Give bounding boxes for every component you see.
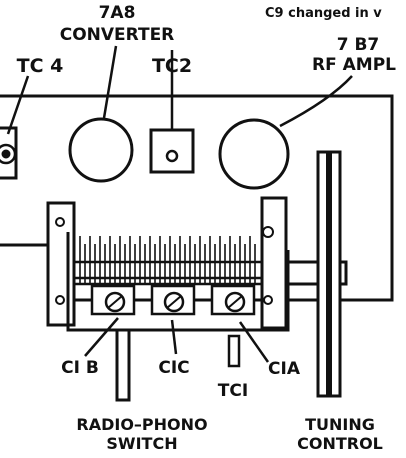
leader-lines <box>6 45 353 363</box>
label-rf-model: 7 B7 <box>337 35 380 55</box>
capacitor-frame <box>46 196 348 332</box>
label-radio-phono: RADIO–PHONO <box>76 415 207 434</box>
label-c1b: CI B <box>61 358 99 378</box>
tc4-bracket <box>0 126 18 180</box>
tc2-trimmer <box>149 128 195 174</box>
label-tc4: TC 4 <box>17 55 64 77</box>
label-c1a: CIA <box>268 359 301 379</box>
tuning-control-shaft <box>316 150 342 398</box>
plate-rails <box>74 260 262 286</box>
label-tc1: TCI <box>218 381 248 401</box>
radio-phono-switch-shaft <box>115 328 131 402</box>
trimmer-c1c <box>150 284 196 316</box>
label-tuning: TUNING <box>305 415 375 434</box>
converter-tube <box>68 117 134 183</box>
label-converter-name: CONVERTER <box>60 25 175 45</box>
label-c1c: CIC <box>158 358 189 378</box>
rf-amp-tube <box>218 118 290 190</box>
note-text: C9 changed in v <box>265 6 382 21</box>
trimmer-c1b <box>90 284 136 316</box>
tc1-trimmer <box>227 334 241 368</box>
label-converter-model: 7A8 <box>99 3 136 23</box>
label-tc2: TC2 <box>152 55 192 77</box>
label-rf-name: RF AMPL <box>312 55 396 75</box>
label-switch: SWITCH <box>106 434 177 453</box>
label-control: CONTROL <box>297 434 383 453</box>
trimmer-c1a <box>210 284 256 316</box>
